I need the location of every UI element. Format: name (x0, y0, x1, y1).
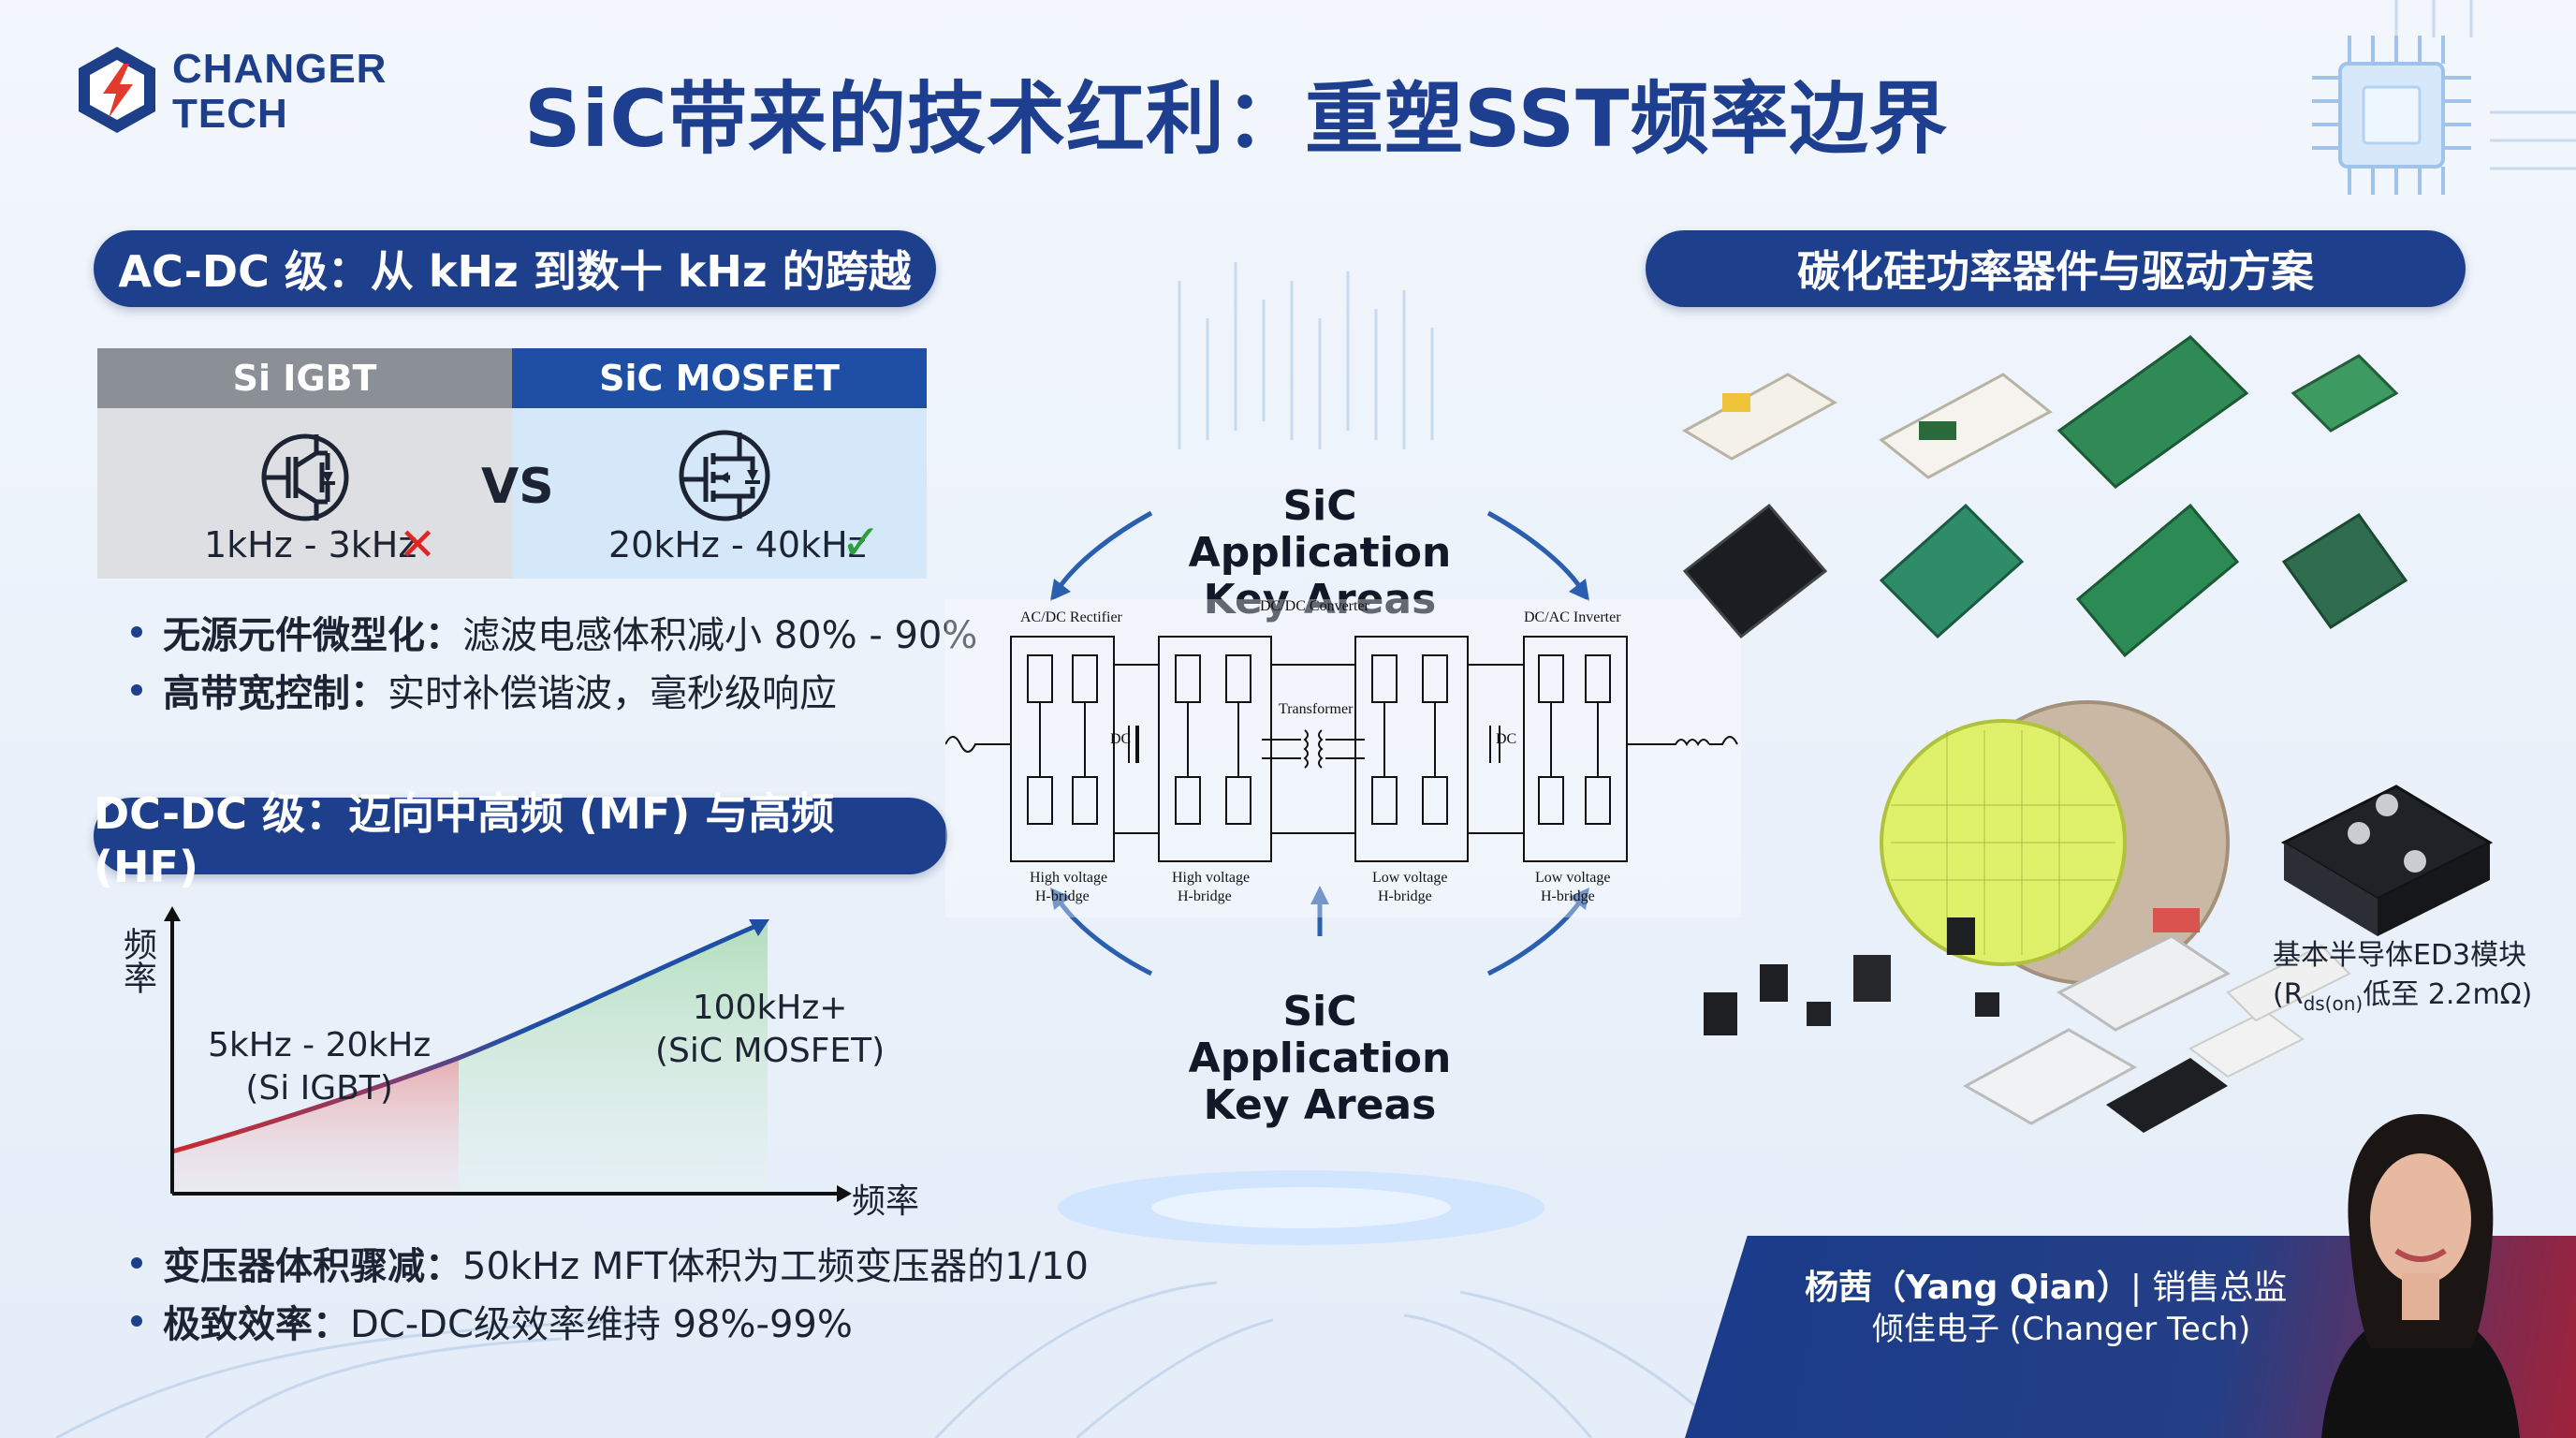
dcac-label: DC/AC Inverter (1524, 609, 1621, 625)
sst-topology-schematic: AC/DC Rectifier DC/DC Converter DC/AC In… (945, 599, 1741, 917)
dc-label-left: DC (1110, 731, 1131, 747)
chip-icon (2312, 36, 2471, 195)
transformer-label: Transformer (1279, 701, 1354, 717)
power-module-image (1879, 373, 2053, 479)
hbridge-2-sublabel: H-bridge (1178, 888, 1232, 904)
devices-section-title: 碳化硅功率器件与驱动方案 (1646, 230, 2466, 307)
hbridge-3-label: Low voltage (1372, 870, 1447, 886)
page-title: SiC带来的技术红利：重塑SST频率边界 (524, 73, 1949, 165)
si-igbt-header: Si IGBT (97, 348, 512, 408)
hbridge-1-label: High voltage (1030, 870, 1107, 886)
comparison-table: Si IGBT SiC MOSFET VS 1kHz - 3kHz ✕ 20kH… (97, 348, 927, 579)
driver-board-image (1682, 503, 1828, 639)
bullet-dot (131, 1315, 142, 1327)
cross-icon: ✕ (399, 519, 437, 571)
bullet-dot (131, 626, 142, 638)
y-axis-label: 频率 (118, 927, 156, 994)
list-item: 高带宽控制： 实时补偿谐波，毫秒级响应 (131, 661, 977, 719)
dcdc-label: DC/DC Converter (1260, 599, 1370, 614)
key-areas-label-bottom: SiC Application Key Areas (1188, 988, 1452, 1129)
driver-board-image (1879, 503, 2025, 639)
igbt-symbol-icon (261, 433, 349, 521)
bullet-dot (131, 684, 142, 696)
hbridge-4-sublabel: H-bridge (1541, 888, 1595, 904)
hbridge-2-label: High voltage (1172, 870, 1250, 886)
driver-board-image (2291, 354, 2399, 433)
sic-mosfet-curve-label: 100kHz+ (SiC MOSFET) (655, 989, 886, 1070)
sic-mosfet-cell (512, 408, 927, 579)
si-igbt-curve-label: 5kHz - 20kHz (Si IGBT) (208, 1026, 432, 1108)
speaker-name: 杨茜（Yang Qian）| 销售总监 (1805, 1269, 2288, 1307)
ed3-module-image (2280, 785, 2494, 936)
ed3-module-label: 基本半导体ED3模块 (Rds(on)低至 2.2mΩ) (2273, 939, 2533, 1015)
sic-mosfet-header: SiC MOSFET (512, 348, 927, 408)
list-item: 变压器体积骤减： 50kHz MFT体积为工频变压器的1/10 (131, 1234, 1089, 1292)
list-item: 无源元件微型化： 滤波电感体积减小 80% - 90% (131, 603, 977, 661)
speaker-company: 倾佳电子 (Changer Tech) (1872, 1311, 2251, 1348)
x-axis-label: 频率 (852, 1182, 920, 1221)
key-areas-label-top: SiC Application Key Areas (1188, 482, 1452, 624)
driver-board-image (2281, 512, 2408, 630)
product-gallery (1681, 335, 2494, 1133)
power-module-image (1962, 934, 2351, 1133)
speaker-portrait (2321, 1114, 2520, 1438)
hbridge-4-label: Low voltage (1535, 870, 1610, 886)
frequency-curve (164, 906, 852, 1202)
bullet-dot (131, 1257, 142, 1269)
acdc-label: AC/DC Rectifier (1020, 609, 1123, 625)
dc-label-right: DC (1496, 731, 1516, 747)
ac-dc-bullets: 无源元件微型化： 滤波电感体积减小 80% - 90% 高带宽控制： 实时补偿谐… (131, 603, 977, 719)
discrete-device-image (1704, 908, 2200, 1035)
driver-board-image (2056, 335, 2249, 489)
hbridge-1-sublabel: H-bridge (1035, 888, 1090, 904)
ac-dc-section-title: AC-DC 级：从 kHz 到数十 kHz 的跨越 (94, 230, 936, 307)
power-module-image (1681, 373, 1838, 461)
driver-board-image (2075, 503, 2240, 658)
si-igbt-frequency: 1kHz - 3kHz (204, 524, 417, 565)
arrows-around-schematic (1050, 510, 1589, 976)
mosfet-symbol-icon (679, 430, 770, 521)
hbridge-3-sublabel: H-bridge (1378, 888, 1432, 904)
dc-dc-bullets: 变压器体积骤减： 50kHz MFT体积为工频变压器的1/10 极致效率： DC… (131, 1234, 1089, 1350)
sic-mosfet-frequency: 20kHz - 40kHz (608, 524, 867, 565)
vs-label: VS (481, 459, 554, 515)
dc-dc-section-title: DC-DC 级：迈向中高频 (MF) 与高频 (HF) (94, 788, 947, 892)
logo-icon (79, 47, 155, 133)
list-item: 极致效率： DC-DC级效率维持 98%-99% (131, 1292, 1089, 1350)
check-icon: ✓ (841, 515, 882, 571)
logo-text: CHANGER TECH (172, 46, 388, 137)
